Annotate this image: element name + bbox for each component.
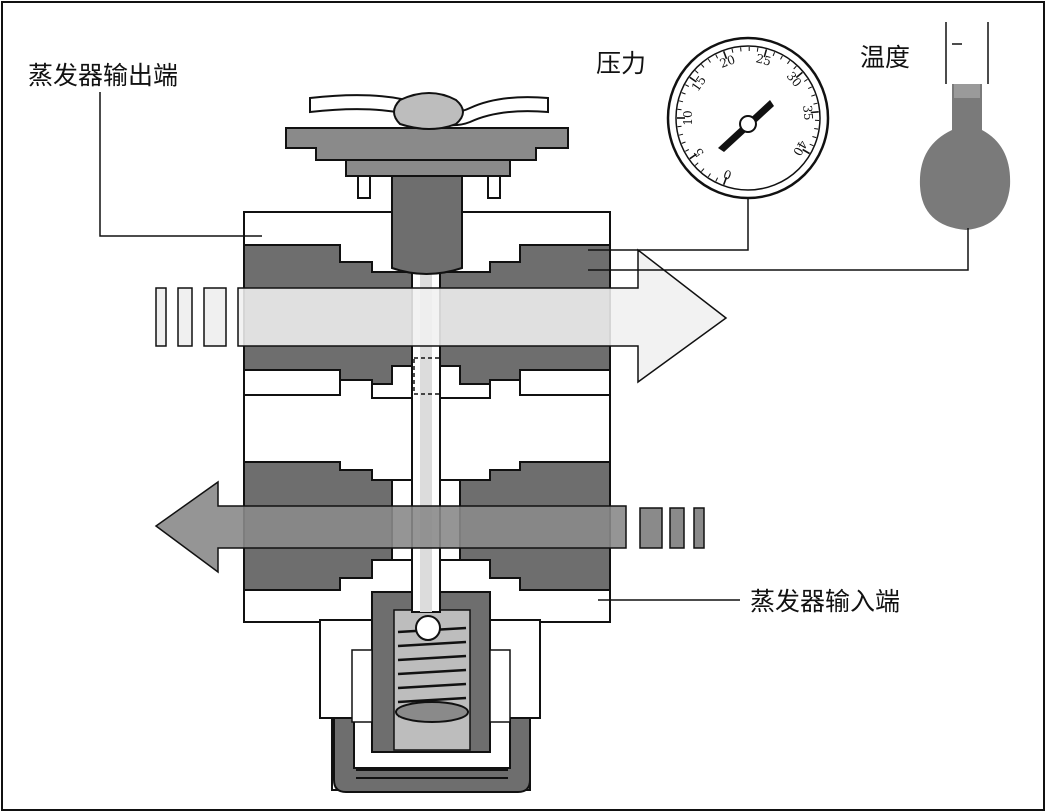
diaphragm-plate [285, 127, 569, 161]
gauge-tick [681, 92, 686, 95]
gauge-tick [689, 76, 697, 83]
gauge-tick [677, 125, 682, 128]
gauge-scale-label: 20 [718, 52, 737, 70]
gauge-tick [715, 177, 719, 182]
gauge-tick [677, 108, 682, 111]
gauge-scale-label: 0 [722, 167, 734, 183]
gauge-tick [802, 148, 810, 155]
pressure-label: 压力 [596, 49, 646, 78]
inlet-flow-arrow [154, 480, 705, 574]
gauge-tick [715, 54, 719, 59]
gauge-tick [701, 168, 705, 172]
gauge-tick [722, 51, 728, 60]
temperature-bulb [588, 22, 1011, 271]
gauge-tick [707, 173, 711, 178]
gauge-tick [756, 47, 759, 52]
gauge-scale-label: 10 [681, 110, 695, 125]
gauge-tick [701, 64, 705, 68]
gauge-tick [722, 176, 728, 185]
gauge-ticks [677, 47, 820, 185]
diaphragm-head [285, 92, 569, 275]
gauge-tick [685, 84, 690, 87]
gauge-tick [814, 128, 819, 130]
gauge-tick [809, 143, 814, 147]
gauge-tick [763, 49, 768, 58]
gauge-tick [681, 141, 686, 144]
gauge-tick [707, 58, 711, 63]
gauge-tick [731, 48, 734, 53]
gauge-tick [812, 136, 817, 139]
pressure-line [588, 198, 749, 251]
gauge-tick [780, 55, 783, 60]
gauge-tick [772, 52, 776, 57]
gauge-tick [810, 111, 819, 114]
gauge-tick [813, 102, 818, 105]
gauge-tick [678, 100, 684, 103]
gauge-tick [694, 70, 699, 74]
cap-shell [333, 717, 531, 793]
gauge-tick [793, 65, 797, 70]
outlet-leader [99, 92, 262, 237]
gauge-tick [807, 86, 813, 90]
gauge-tick [694, 162, 699, 166]
gauge-scale-label: 40 [790, 138, 810, 158]
gauge-tick [685, 149, 690, 152]
gauge-tick [678, 133, 684, 136]
valve-ball [415, 615, 441, 641]
gauge-scale-label: 25 [754, 51, 772, 68]
outlet-flow-arrow [155, 248, 728, 384]
gauge-scale-label: 35 [800, 105, 815, 121]
gauge-tick [795, 71, 803, 79]
evaporator-outlet-label: 蒸发器输出端 [28, 61, 178, 90]
evaporator-inlet-label: 蒸发器输入端 [750, 587, 900, 616]
lower-passage [243, 461, 611, 591]
temperature-label: 温度 [860, 43, 910, 72]
capillary-line [588, 228, 969, 271]
gauge-tick [811, 94, 816, 97]
gauge-tick [803, 78, 808, 82]
gauge-tick [786, 60, 791, 65]
gauge-tick [689, 153, 697, 160]
